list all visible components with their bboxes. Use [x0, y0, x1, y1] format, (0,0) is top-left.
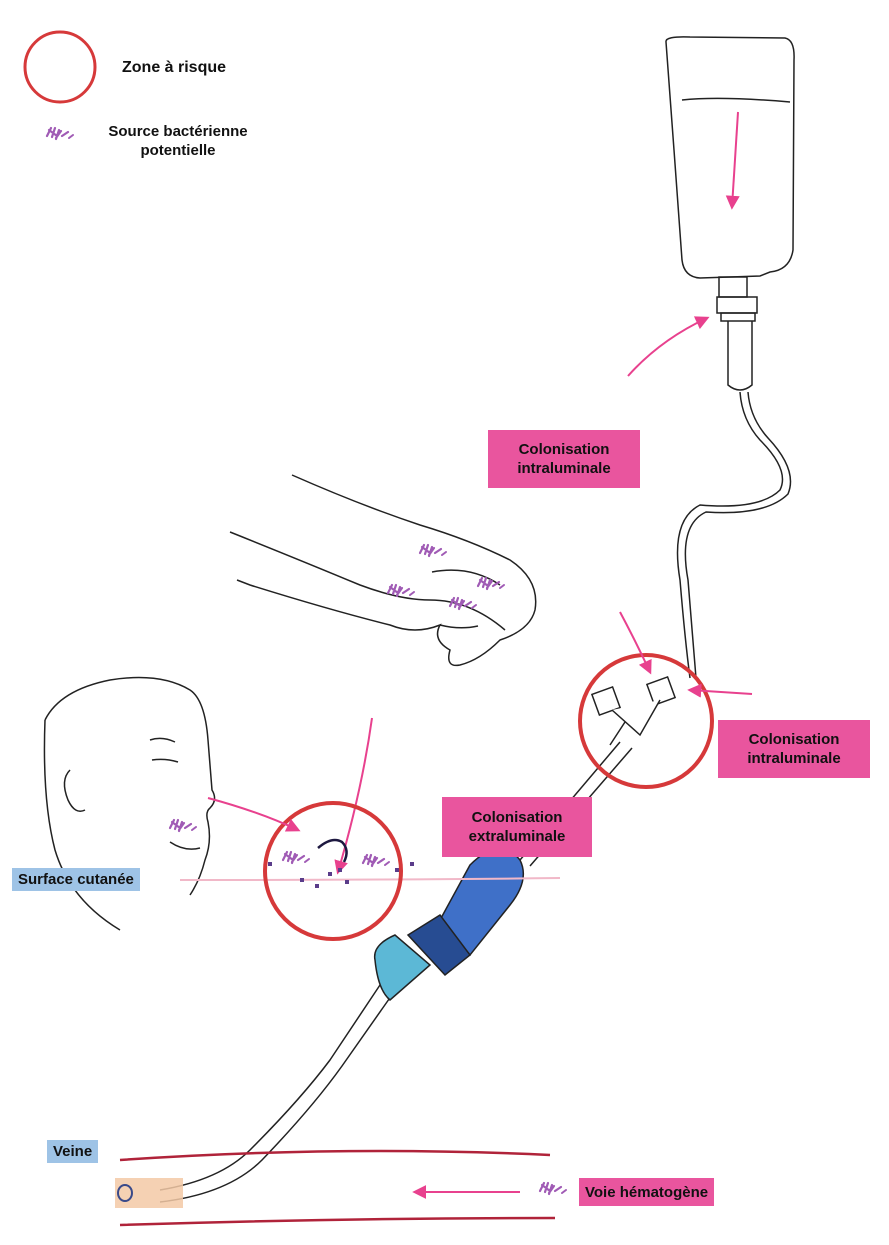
hand: [230, 475, 536, 665]
intraluminal-label-right: Colonisation intraluminale: [718, 720, 870, 778]
bacteria-face: [170, 820, 196, 831]
catheter-tip: [115, 1178, 183, 1208]
bacteria-hand-4: [478, 578, 504, 589]
bacteria-site-2: [363, 855, 389, 866]
vein-label: Veine: [47, 1140, 98, 1163]
bacteria-legend-icon: [47, 128, 73, 139]
bacteria-dots: [268, 862, 414, 888]
intraluminal-label-top: Colonisation intraluminale: [488, 430, 640, 488]
vein-upper-line: [120, 1151, 550, 1160]
vein-lower-line: [120, 1218, 555, 1225]
legend-risk-zone-label: Zone à risque: [122, 58, 226, 77]
patient-face: [44, 678, 214, 930]
bacteria-site-1: [283, 852, 309, 863]
bacteria-hand-1: [420, 545, 446, 556]
iv-bag: [666, 37, 794, 678]
intraluminal-right-line1: Colonisation: [749, 730, 840, 749]
legend-bacterial-source-line1: Source bactérienne: [103, 122, 253, 141]
skin-surface-label: Surface cutanée: [12, 868, 140, 891]
bag-flow-arrow: [732, 112, 738, 207]
bacteria-blood: [540, 1183, 566, 1194]
legend-bacterial-source-label: Source bactérienne potentielle: [103, 122, 253, 160]
extraluminal-label: Colonisation extraluminale: [442, 797, 592, 857]
intraluminal-top-line2: intraluminale: [517, 459, 610, 478]
hematogenous-label: Voie hématogène: [579, 1178, 714, 1206]
legend-bacterial-source-line2: potentielle: [103, 141, 253, 160]
stopcock-arrow-right: [690, 690, 752, 694]
risk-zone-legend-icon: [25, 32, 95, 102]
extraluminal-line2: extraluminale: [469, 827, 566, 846]
extraluminal-line1: Colonisation: [472, 808, 563, 827]
stopcock-arrow-top: [620, 612, 650, 672]
intraluminal-right-line2: intraluminale: [747, 749, 840, 768]
intraluminal-top-line1: Colonisation: [519, 440, 610, 459]
connector-arrow: [628, 318, 707, 376]
hand-to-site-arrow: [338, 718, 372, 872]
stopcock: [592, 677, 675, 745]
